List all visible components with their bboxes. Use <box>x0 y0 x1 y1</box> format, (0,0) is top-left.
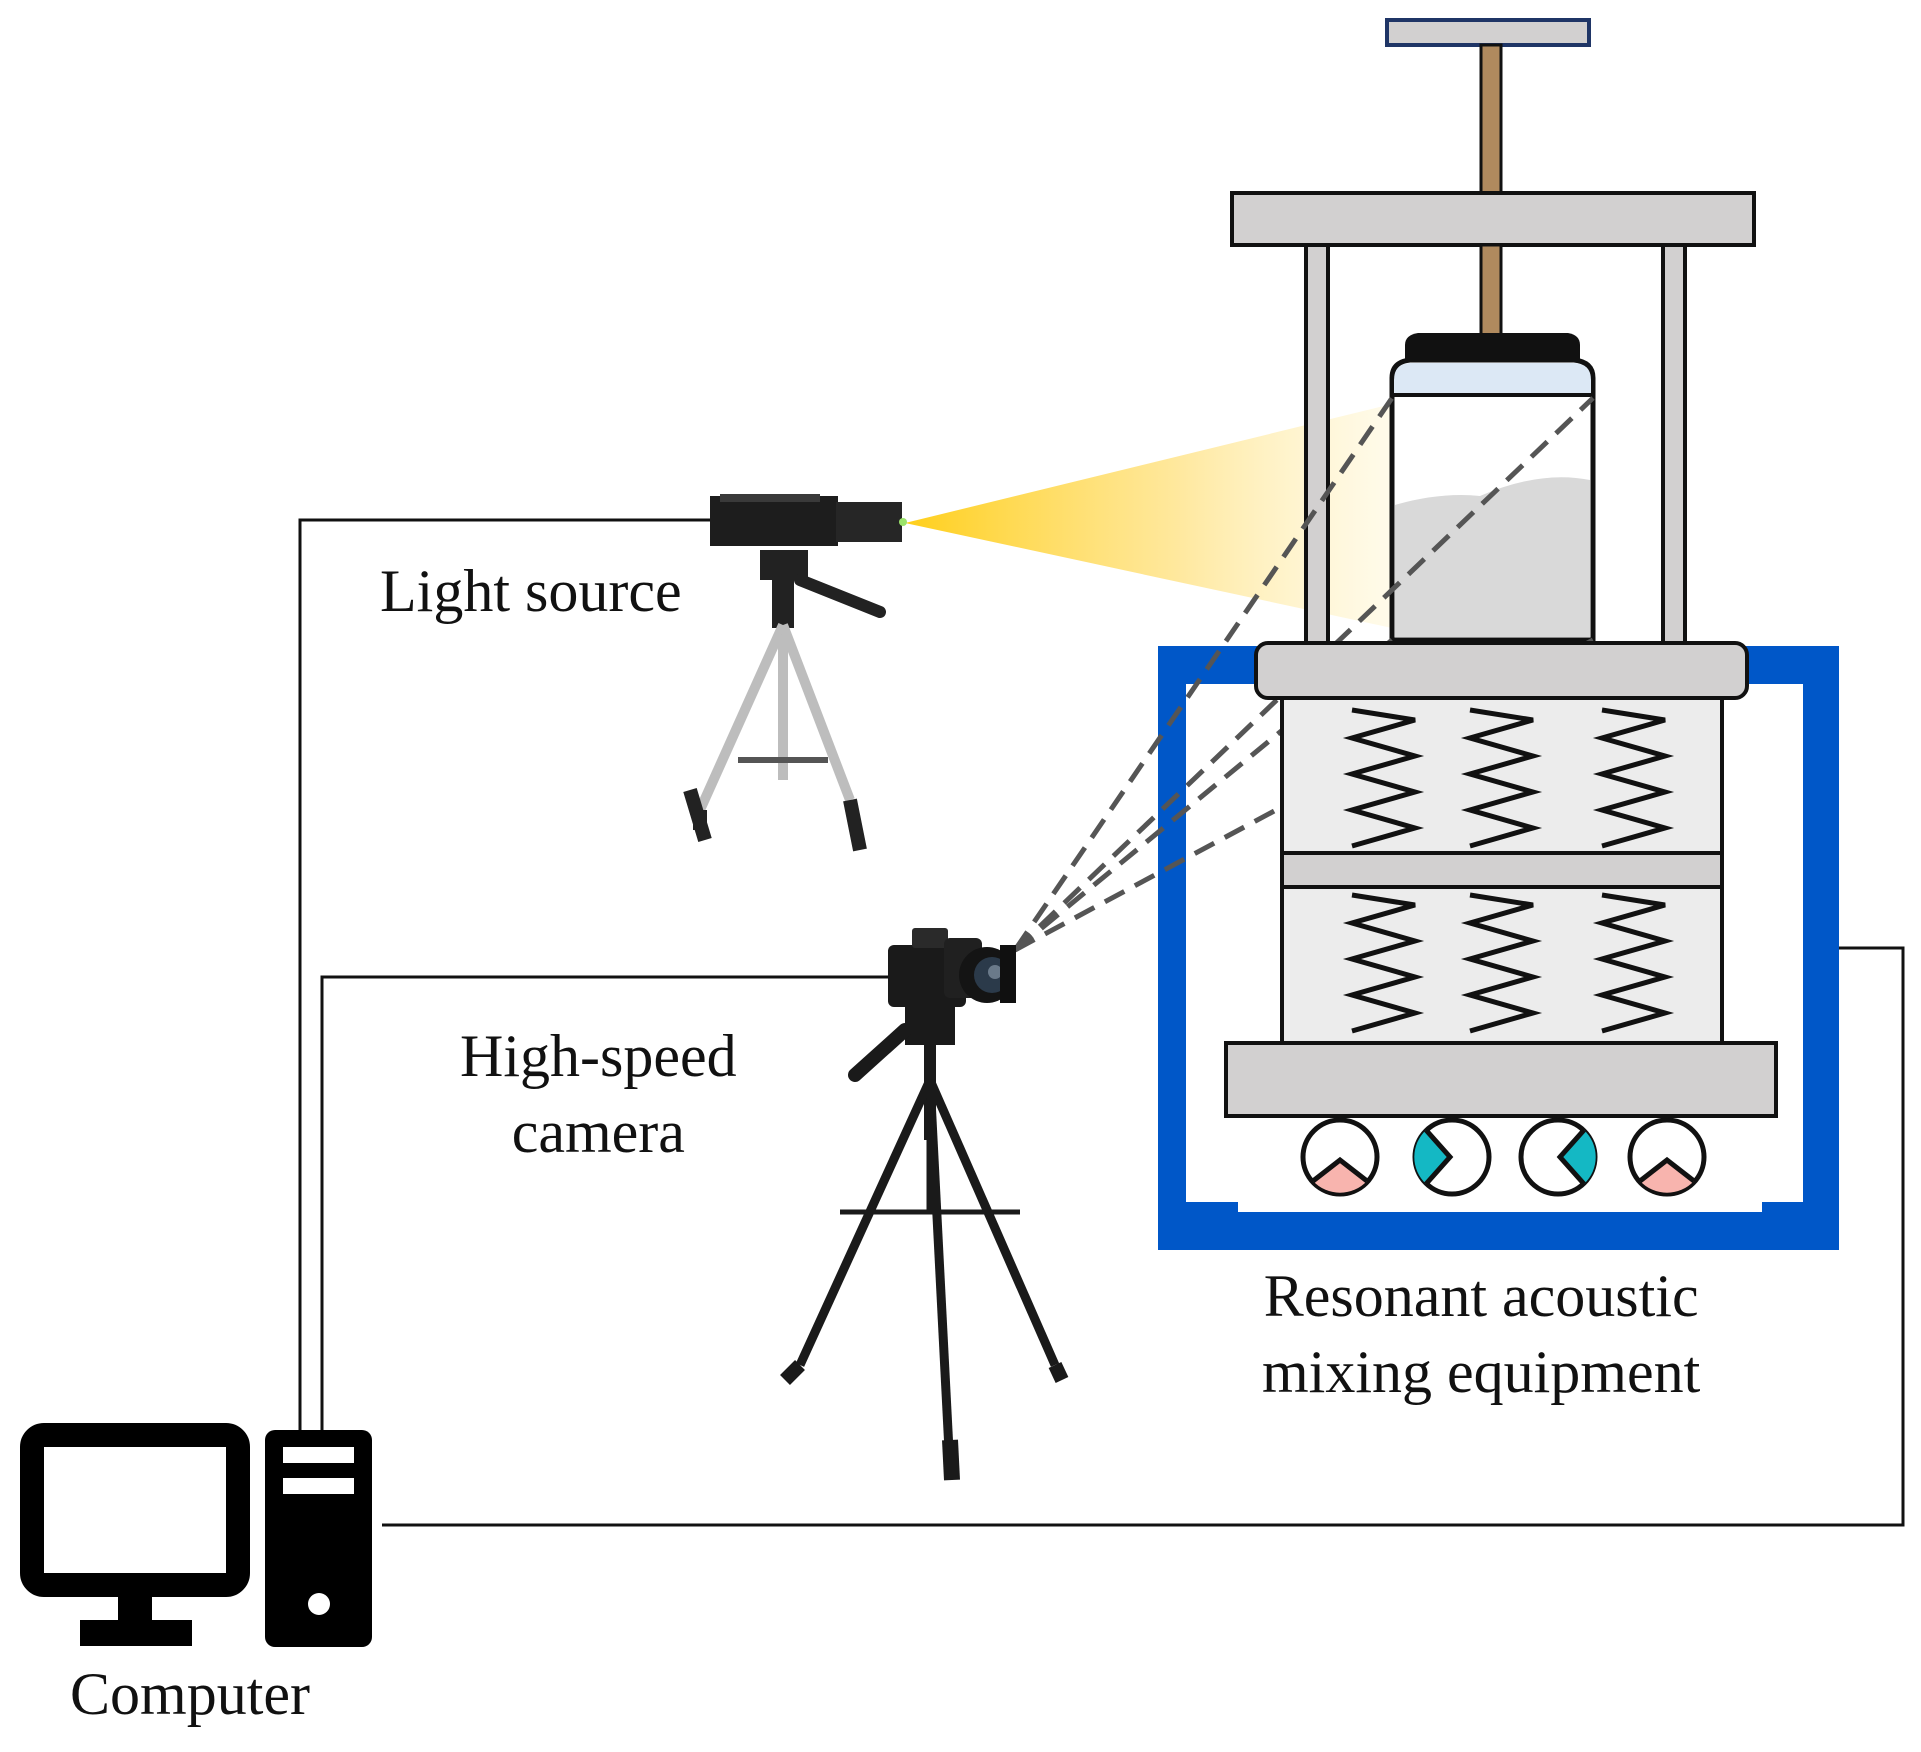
spring-divider <box>1280 851 1724 889</box>
spring-icon <box>1342 707 1425 849</box>
top-plate <box>1230 191 1756 247</box>
powder-fill <box>1395 477 1590 637</box>
eccentric-masses <box>1300 1117 1707 1197</box>
label-mixer-line1: Resonant acoustic <box>1263 1263 1699 1329</box>
monitor-base <box>80 1620 192 1646</box>
base-plate <box>1224 1041 1778 1118</box>
wire-light-source <box>298 518 710 1430</box>
label-mixing-equipment: Resonant acoustic mixing equipment <box>1262 1258 1700 1410</box>
pc-tower-icon <box>265 1430 372 1647</box>
eccentric-cam-icon <box>1412 1117 1492 1197</box>
label-camera-line1: High-speed <box>460 1023 737 1089</box>
eccentric-cam-icon <box>1518 1117 1598 1197</box>
press-assembly <box>1012 18 1778 1197</box>
light-source <box>683 494 907 852</box>
label-light-source-text: Light source <box>380 558 682 624</box>
mixing-vessel <box>1389 333 1596 643</box>
top-handle-bar <box>1385 18 1591 47</box>
spring-icon <box>1592 892 1675 1034</box>
high-speed-camera <box>780 928 1069 1481</box>
label-computer: Computer <box>70 1656 310 1732</box>
spring-icon <box>1460 707 1543 849</box>
monitor-icon <box>20 1423 250 1597</box>
eccentric-cam-icon <box>1627 1117 1707 1197</box>
middle-plate <box>1254 641 1749 700</box>
tripod-icon <box>780 1005 1069 1481</box>
label-mixer-line2: mixing equipment <box>1262 1339 1701 1405</box>
spring-icon <box>1460 892 1543 1034</box>
dslr-camera-icon <box>888 928 1016 1007</box>
vessel-lid-band <box>1394 363 1591 395</box>
wire-camera <box>320 975 888 1430</box>
label-computer-text: Computer <box>70 1661 310 1727</box>
vessel-cap <box>1405 333 1580 360</box>
tripod-icon <box>683 550 886 852</box>
connection-wires <box>298 518 1905 1527</box>
label-camera-line2: camera <box>511 1099 685 1165</box>
wire-mixer <box>382 946 1905 1527</box>
springs <box>1342 707 1675 1034</box>
eccentric-cam-icon <box>1300 1117 1380 1197</box>
left-column <box>1304 243 1330 645</box>
right-column <box>1661 243 1687 645</box>
label-light-source: Light source <box>380 553 682 629</box>
upper-rod <box>1479 43 1503 195</box>
desktop-computer-icon <box>20 1423 372 1647</box>
light-projector-icon <box>710 494 907 546</box>
spring-icon <box>1592 707 1675 849</box>
spring-icon <box>1342 892 1425 1034</box>
label-high-speed-camera: High-speed camera <box>460 1018 737 1170</box>
lower-rod <box>1479 243 1503 337</box>
